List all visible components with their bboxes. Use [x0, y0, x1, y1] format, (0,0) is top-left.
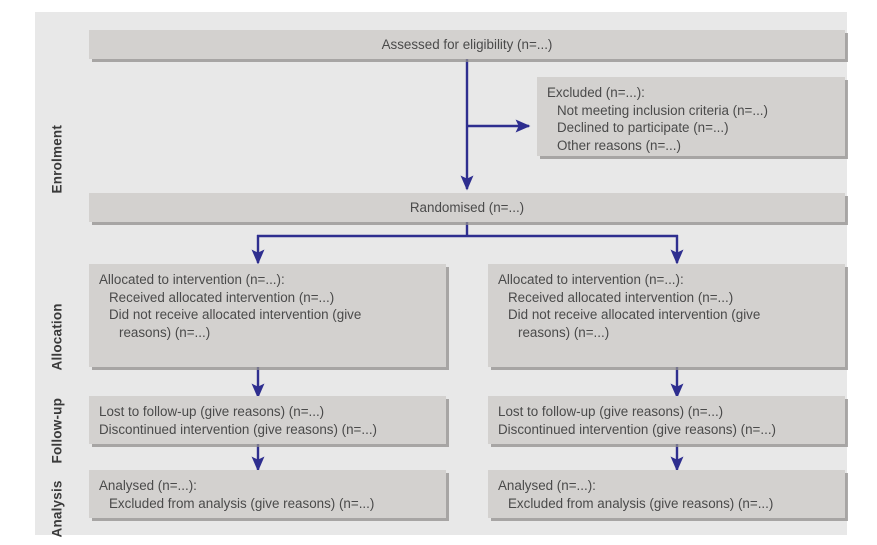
box-excluded: Excluded (n=...): Not meeting inclusion …: [537, 77, 845, 156]
box-analysed-right: Analysed (n=...): Excluded from analysis…: [488, 470, 845, 518]
box-allocated-right-line-2: Received allocated intervention (n=...): [508, 289, 734, 305]
stage-label-analysis: Analysis: [49, 480, 65, 538]
box-assessed-line-1: Assessed for eligibility (n=...): [381, 36, 553, 52]
box-randomised: Randomised (n=...): [89, 193, 845, 222]
box-followup-left-line-1: Lost to follow-up (give reasons) (n=...): [99, 404, 325, 419]
box-randomised-line-1: Randomised (n=...): [409, 199, 525, 215]
box-allocated-left-line-4: reasons) (n=...): [119, 325, 211, 341]
box-allocated-left-line-2: Received allocated intervention (n=...): [109, 289, 335, 305]
stage-label-followup: Follow-up: [49, 397, 65, 464]
box-analysed-left-line-2: Excluded from analysis (give reasons) (n…: [109, 495, 375, 511]
box-followup-right-line-1: Lost to follow-up (give reasons) (n=...): [498, 404, 724, 419]
box-allocated-right: Allocated to intervention (n=...): Recei…: [488, 264, 845, 367]
box-allocated-right-line-4: reasons) (n=...): [518, 325, 610, 341]
box-analysed-left: Analysed (n=...): Excluded from analysis…: [89, 470, 446, 518]
box-analysed-right-line-2: Excluded from analysis (give reasons) (n…: [508, 495, 774, 511]
box-followup-left: Lost to follow-up (give reasons) (n=...)…: [89, 396, 446, 444]
box-allocated-right-line-3: Did not receive allocated intervention (…: [508, 307, 761, 323]
box-excluded-line-3: Declined to participate (n=...): [557, 120, 729, 136]
stage-label-enrolment: Enrolment: [49, 124, 65, 194]
box-allocated-left-line-3: Did not receive allocated intervention (…: [109, 307, 362, 323]
box-allocated-left-line-1: Allocated to intervention (n=...):: [99, 272, 285, 287]
box-assessed-for-eligibility: Assessed for eligibility (n=...): [89, 30, 845, 59]
box-followup-right-line-2: Discontinued intervention (give reasons)…: [498, 421, 776, 437]
box-followup-left-line-2: Discontinued intervention (give reasons)…: [99, 421, 377, 437]
box-allocated-left: Allocated to intervention (n=...): Recei…: [89, 264, 446, 367]
box-analysed-right-line-1: Analysed (n=...):: [498, 478, 596, 493]
box-followup-right: Lost to follow-up (give reasons) (n=...)…: [488, 396, 845, 444]
box-excluded-line-2: Not meeting inclusion criteria (n=...): [557, 102, 768, 118]
box-excluded-line-1: Excluded (n=...):: [547, 85, 645, 100]
box-excluded-line-4: Other reasons (n=...): [557, 138, 681, 154]
box-allocated-right-line-1: Allocated to intervention (n=...):: [498, 272, 684, 287]
box-analysed-left-line-1: Analysed (n=...):: [99, 478, 197, 493]
stage-label-allocation: Allocation: [49, 303, 65, 371]
